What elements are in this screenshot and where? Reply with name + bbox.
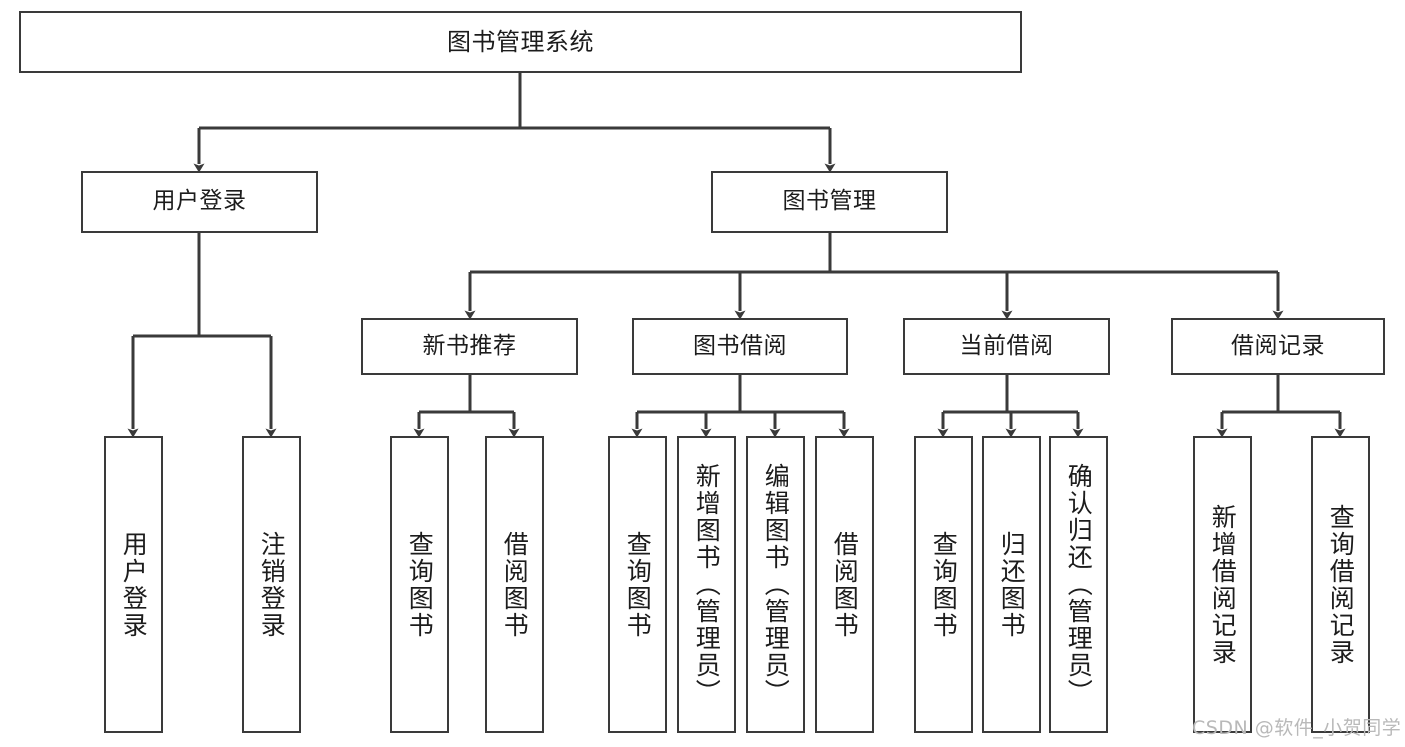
node-book-management[interactable]: 图书管理 — [711, 171, 948, 233]
node-root-book-management-system[interactable]: 图书管理系统 — [19, 11, 1022, 73]
leaf-book-borrow-edit-book-admin[interactable]: 编辑图书（管理员） — [746, 436, 805, 733]
node-borrow-record[interactable]: 借阅记录 — [1171, 318, 1385, 375]
leaf-book-borrow-add-book-admin[interactable]: 新增图书（管理员） — [677, 436, 736, 733]
node-label: 查询图书 — [623, 530, 653, 639]
node-current-borrow[interactable]: 当前借阅 — [903, 318, 1110, 375]
leaf-new-book-borrow-book[interactable]: 借阅图书 — [485, 436, 544, 733]
node-label: 图书管理系统 — [447, 27, 594, 56]
leaf-user-login-login[interactable]: 用户登录 — [104, 436, 163, 733]
node-label: 查询借阅记录 — [1326, 503, 1356, 666]
node-label: 新增图书（管理员） — [692, 463, 722, 706]
node-book-borrow[interactable]: 图书借阅 — [632, 318, 848, 375]
node-label: 图书管理 — [782, 188, 877, 215]
leaf-book-borrow-borrow-book[interactable]: 借阅图书 — [815, 436, 874, 733]
node-label: 查询图书 — [405, 530, 435, 639]
node-label: 借阅记录 — [1231, 332, 1325, 359]
node-label: 新书推荐 — [422, 332, 517, 359]
leaf-current-borrow-return-book[interactable]: 归还图书 — [982, 436, 1041, 733]
leaf-current-borrow-confirm-return-admin[interactable]: 确认归还（管理员） — [1049, 436, 1108, 733]
node-user-login[interactable]: 用户登录 — [81, 171, 318, 233]
node-label: 归还图书 — [997, 530, 1027, 639]
node-label: 图书借阅 — [693, 332, 787, 359]
node-label: 当前借阅 — [959, 332, 1054, 359]
node-label: 编辑图书（管理员） — [761, 463, 791, 706]
node-label: 借阅图书 — [500, 530, 530, 639]
node-label: 用户登录 — [152, 188, 247, 215]
node-label: 确认归还（管理员） — [1064, 463, 1094, 706]
leaf-book-borrow-query-book[interactable]: 查询图书 — [608, 436, 667, 733]
leaf-current-borrow-query-book[interactable]: 查询图书 — [914, 436, 973, 733]
node-label: 用户登录 — [119, 530, 149, 639]
leaf-borrow-record-add-record[interactable]: 新增借阅记录 — [1193, 436, 1252, 733]
node-new-book-recommend[interactable]: 新书推荐 — [361, 318, 578, 375]
leaf-borrow-record-query-record[interactable]: 查询借阅记录 — [1311, 436, 1370, 733]
node-label: 查询图书 — [929, 530, 959, 639]
leaf-user-login-logout[interactable]: 注销登录 — [242, 436, 301, 733]
node-label: 注销登录 — [257, 530, 287, 639]
csdn-watermark: CSDN @软件_小贺同学 — [1192, 717, 1402, 739]
leaf-new-book-query-book[interactable]: 查询图书 — [390, 436, 449, 733]
node-label: 新增借阅记录 — [1208, 503, 1238, 666]
node-label: 借阅图书 — [830, 530, 860, 639]
